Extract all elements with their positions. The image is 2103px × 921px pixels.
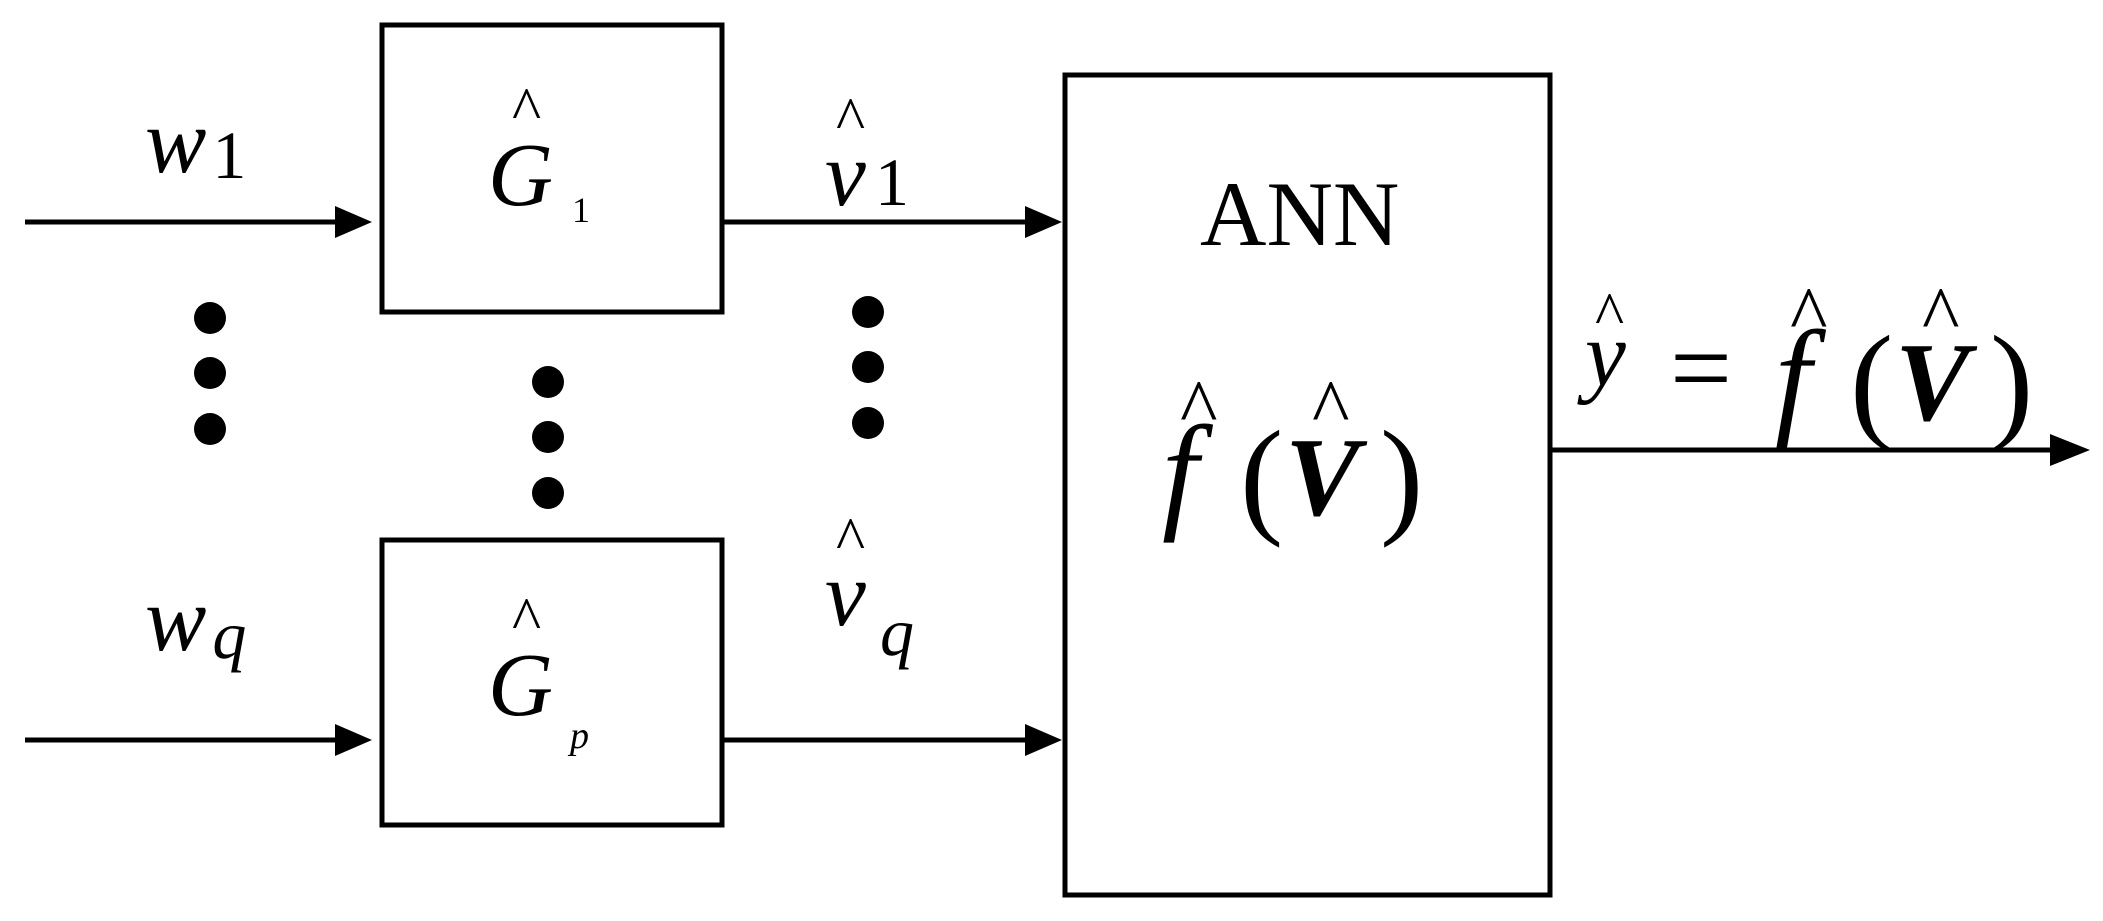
- output-equation: y ^ = f ^ ( V ^ ): [1577, 272, 2033, 454]
- block-gp: [379, 537, 725, 828]
- ellipsis-signals: [852, 296, 884, 439]
- gp-subscript: p: [567, 715, 589, 757]
- ann-arg: V: [1285, 416, 1368, 540]
- signal-arrow-vq: [722, 724, 1062, 756]
- ellipsis-inputs: [194, 302, 226, 445]
- v1-symbol: v: [825, 123, 866, 225]
- output-arrow: [1550, 434, 2090, 466]
- v1-hat: ^: [836, 86, 865, 154]
- ann-function-label: f ^ ( V ^ ): [1162, 365, 1423, 549]
- input-arrow-wq: [25, 724, 372, 756]
- ann-close-paren: ): [1380, 405, 1423, 549]
- vq-subscript: q: [880, 594, 914, 670]
- ann-open-paren: (: [1240, 405, 1283, 549]
- output-func-hat: ^: [1790, 272, 1828, 360]
- ann-func-hat: ^: [1180, 365, 1218, 453]
- block-gp-label: G ^ p: [488, 586, 589, 757]
- output-arg-hat: ^: [1922, 272, 1960, 360]
- block-g1-label: G ^ 1: [488, 76, 590, 230]
- g1-hat: ^: [512, 76, 541, 144]
- signal-arrow-v1: [722, 206, 1062, 238]
- input-arrow-w1: [25, 206, 372, 238]
- output-open-paren: (: [1850, 310, 1893, 454]
- v1-subscript: 1: [875, 144, 909, 220]
- vq-symbol: v: [825, 543, 866, 645]
- ann-title: ANN: [1200, 163, 1399, 265]
- gp-hat: ^: [512, 586, 541, 654]
- vq-hat: ^: [836, 506, 865, 574]
- block-ann: [1062, 72, 1553, 898]
- output-equals: =: [1670, 307, 1732, 429]
- gp-symbol: G: [488, 636, 553, 735]
- g1-subscript: 1: [572, 190, 590, 230]
- label-wq: wq: [145, 568, 246, 673]
- output-y: y: [1577, 303, 1626, 405]
- output-close-paren: ): [1990, 310, 2033, 454]
- output-arg: V: [1895, 321, 1978, 445]
- output-y-hat: ^: [1595, 281, 1624, 349]
- ann-arg-hat: ^: [1312, 365, 1350, 453]
- label-w1: w1: [145, 90, 246, 193]
- ellipsis-blocks: [532, 366, 564, 509]
- label-vq: v ^ q: [825, 506, 914, 670]
- label-v1: v ^ 1: [825, 86, 909, 225]
- block-g1: [379, 22, 725, 315]
- g1-symbol: G: [488, 126, 553, 225]
